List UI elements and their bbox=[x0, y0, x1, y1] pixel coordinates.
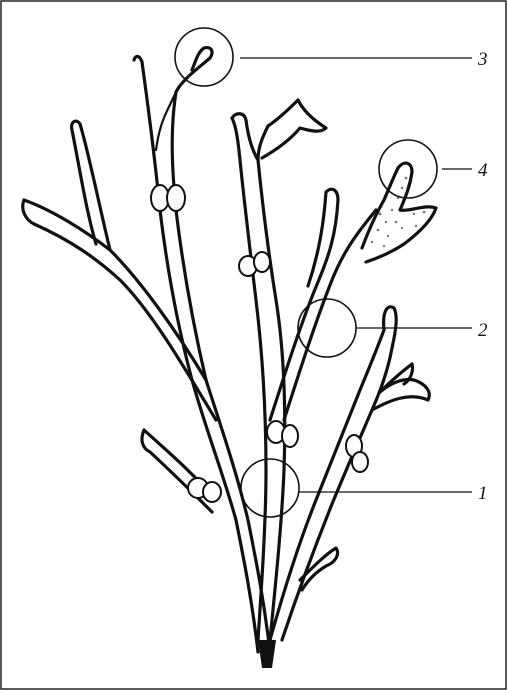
callout-ring-3 bbox=[175, 28, 233, 86]
callout-ring-2 bbox=[298, 299, 356, 357]
holdfast bbox=[258, 640, 276, 668]
branch-tip-left bbox=[134, 56, 142, 62]
branch-upper-far-left bbox=[72, 121, 110, 250]
branch-center-fork bbox=[262, 100, 326, 158]
callout-label-3: 3 bbox=[477, 49, 488, 70]
callout-ring-1 bbox=[241, 459, 299, 517]
vesicle-center-b bbox=[254, 252, 270, 272]
branch-right-center-inner bbox=[270, 189, 338, 420]
vesicle-center-low-b bbox=[282, 425, 298, 447]
thallus bbox=[23, 48, 436, 668]
callout-3: 3 bbox=[175, 28, 488, 86]
branch-right-fork bbox=[372, 380, 429, 411]
vesicle-upper-left-b bbox=[167, 185, 185, 211]
branch-right-inner bbox=[282, 307, 396, 640]
callout-label-4: 4 bbox=[478, 160, 488, 181]
callout-label-1: 1 bbox=[478, 483, 488, 504]
vesicle-right-b bbox=[352, 452, 368, 472]
callout-4: 4 bbox=[379, 140, 488, 198]
vesicle-lower-left-b bbox=[203, 482, 221, 502]
branch-right-outer bbox=[270, 330, 384, 640]
callout-label-2: 2 bbox=[478, 320, 488, 341]
branch-far-left-inner bbox=[34, 224, 216, 420]
